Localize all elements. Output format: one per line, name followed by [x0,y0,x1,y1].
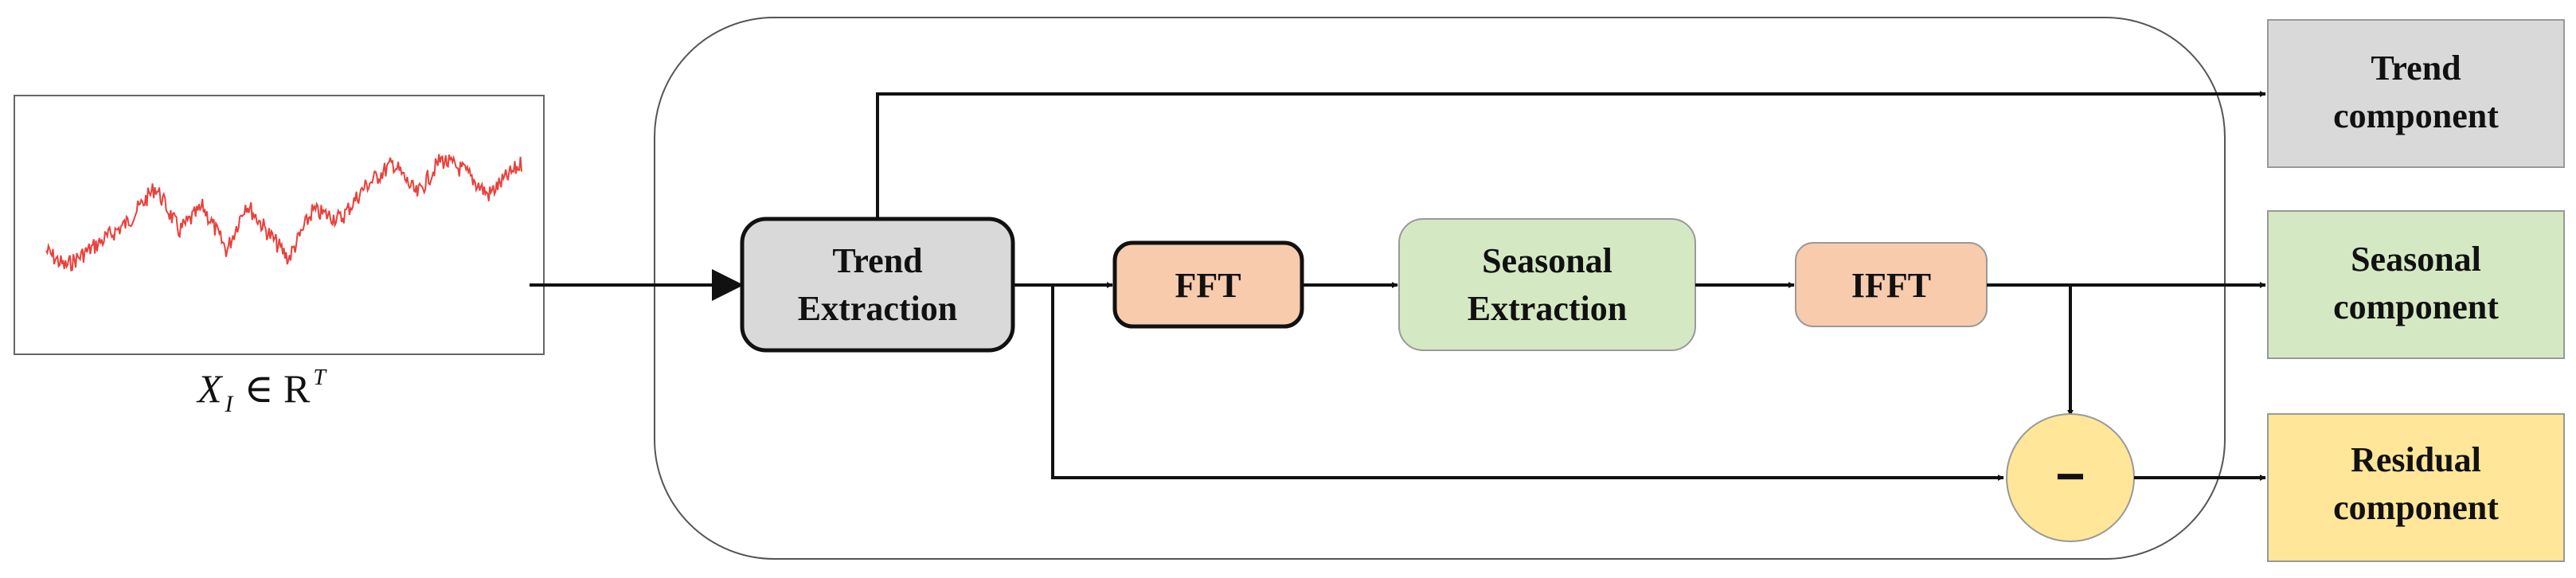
seasonal-extraction-block: Seasonal Extraction [1398,218,1696,351]
residual-component-box: Residual component [2267,413,2565,562]
seasonal-component-label-2: component [2333,287,2499,326]
ifft-label: IFFT [1851,266,1931,305]
arrow-bypass-to-subtract [1051,285,2004,481]
trend-component-label-1: Trend [2371,49,2461,88]
fft-block: FFT [1112,240,1304,329]
seasonal-component-box: Seasonal component [2267,210,2565,359]
trend-component-box: Trend component [2267,19,2565,168]
input-signal-plot [45,154,522,271]
trend-component-label-2: component [2333,96,2499,135]
trend-extraction-label-2: Extraction [798,289,957,328]
fft-label: FFT [1175,266,1241,305]
module-container [654,17,2226,560]
ifft-block: IFFT [1795,242,1988,327]
residual-component-label-2: component [2333,488,2499,527]
seasonal-extraction-label-1: Seasonal [1482,241,1612,280]
trend-extraction-block: Trend Extraction [740,217,1015,353]
seasonal-component-label-1: Seasonal [2351,240,2481,279]
trend-extraction-label-1: Trend [832,241,922,280]
seasonal-extraction-label-2: Extraction [1468,289,1627,328]
input-signal-panel [14,95,545,355]
minus-symbol: − [2055,447,2085,505]
subtract-node: − [2006,413,2135,542]
arrow-trend-to-trend-component [876,91,2266,219]
residual-component-label-1: Residual [2351,440,2481,479]
